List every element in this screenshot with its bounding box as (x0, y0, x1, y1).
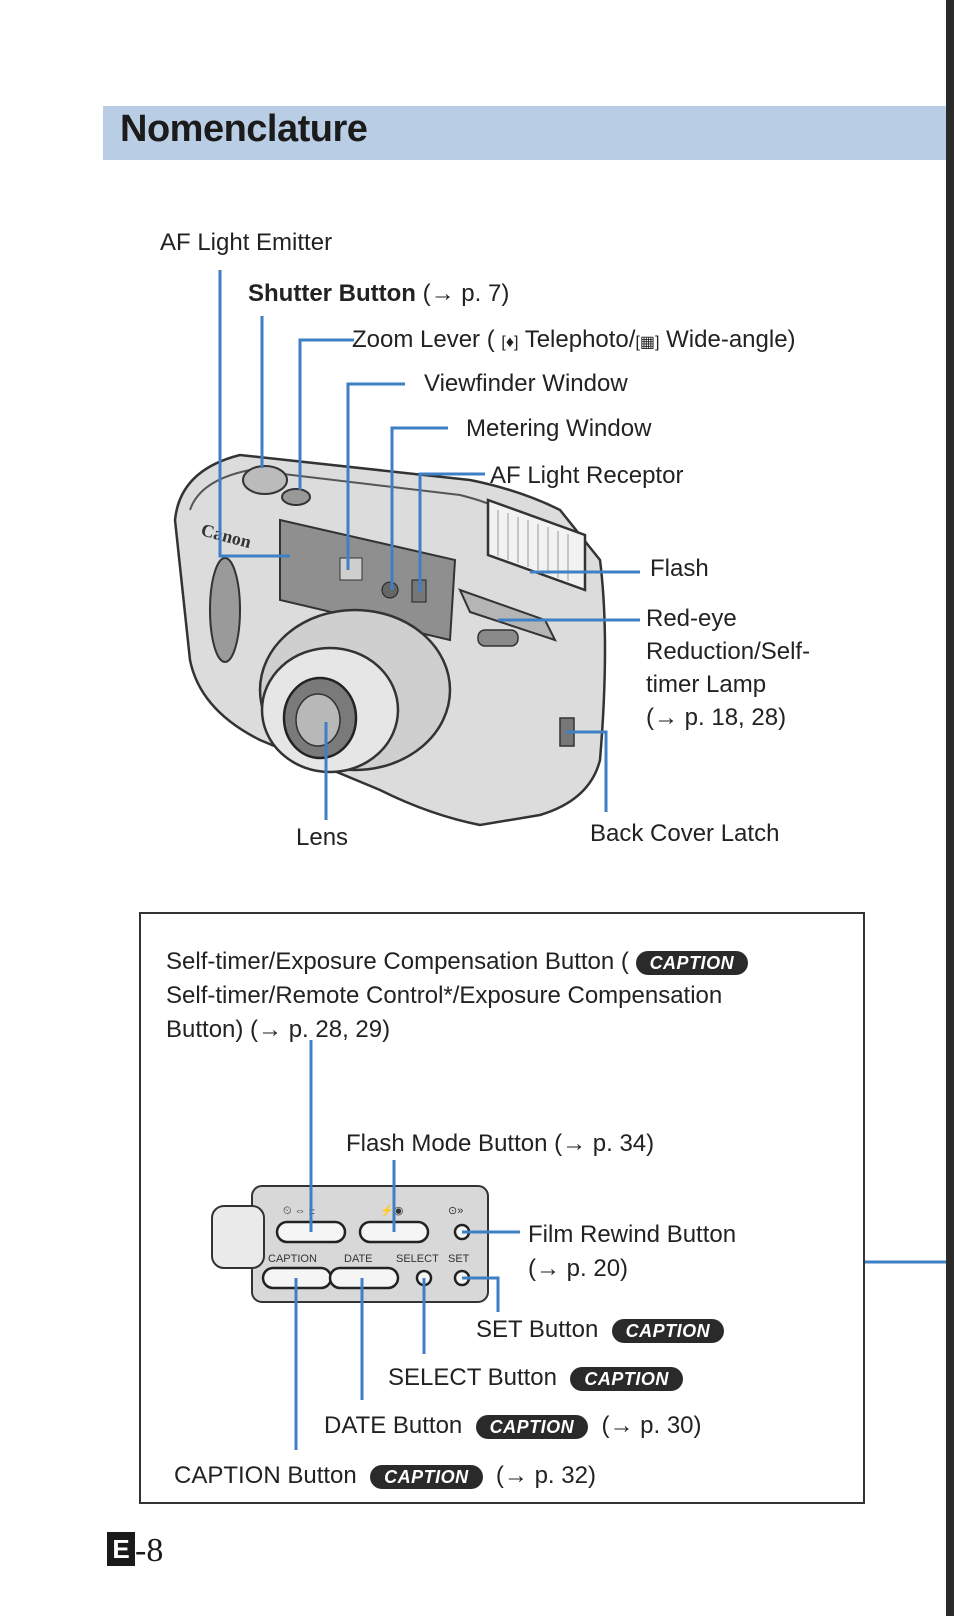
caption-badge: CAPTION (635, 950, 749, 975)
svg-text:⊙»: ⊙» (448, 1205, 463, 1217)
redeye-ref: (→ p. 18, 28) (646, 704, 787, 731)
date-button-ref: (→ p. 30) (601, 1412, 702, 1439)
set-button-name: SET Button (476, 1316, 599, 1343)
label-date-button: DATE Button CAPTION (→ p. 30) (324, 1412, 702, 1440)
selftimer-line-3: Button) (→ p. 28, 29) (166, 1016, 391, 1043)
label-redeye-lamp: Red-eye Reduction/Self- timer Lamp (→ p.… (646, 602, 810, 734)
panel-key-label: CAPTION (268, 1253, 317, 1265)
zoom-lever-name: Zoom Lever ( (352, 326, 495, 353)
svg-text:⚡◉: ⚡◉ (380, 1204, 403, 1217)
redeye-line-2: Reduction/Self- (646, 638, 811, 665)
zoom-tele-text: Telephoto/ (524, 326, 636, 353)
label-zoom-lever: Zoom Lever ( [♦] Telephoto/[▦] Wide-angl… (352, 326, 796, 354)
control-panel-box (139, 912, 865, 1504)
shutter-button-name: Shutter Button (248, 280, 416, 307)
panel-key-label: SET (448, 1253, 470, 1265)
header-band (103, 106, 946, 160)
film-rewind-name: Film Rewind Button (528, 1221, 737, 1248)
selftimer-line-2: Self-timer/Remote Control*/Exposure Comp… (166, 982, 723, 1009)
label-caption-button: CAPTION Button CAPTION (→ p. 32) (174, 1462, 596, 1490)
telephoto-icon: [♦] (501, 334, 519, 351)
selftimer-line-1: Self-timer/Exposure Compensation Button … (166, 948, 629, 975)
caption-button-ref: (→ p. 32) (495, 1462, 596, 1489)
label-af-light-receptor: AF Light Receptor (490, 462, 684, 489)
date-button-name: DATE Button (324, 1412, 463, 1439)
redeye-line-1: Red-eye (646, 605, 737, 632)
page-number-text: -8 (135, 1532, 164, 1569)
caption-button-name: CAPTION Button (174, 1462, 357, 1489)
label-selftimer-button: Self-timer/Exposure Compensation Button … (166, 945, 749, 1047)
redeye-line-3: timer Lamp (646, 671, 767, 698)
label-viewfinder-window: Viewfinder Window (424, 370, 628, 397)
camera-illustration: Canon (173, 453, 607, 827)
panel-key-label: DATE (344, 1253, 373, 1265)
page-number: E-8 (107, 1532, 163, 1570)
zoom-wide-text: Wide-angle) (666, 326, 796, 353)
select-button-name: SELECT Button (388, 1364, 557, 1391)
caption-badge: CAPTION (570, 1366, 683, 1391)
caption-badge: CAPTION (475, 1414, 589, 1439)
label-film-rewind-button: Film Rewind Button (→ p. 20) (528, 1218, 736, 1286)
label-back-cover-latch: Back Cover Latch (590, 820, 780, 847)
panel-key-label: SELECT (396, 1253, 439, 1265)
caption-badge: CAPTION (370, 1464, 483, 1489)
label-select-button: SELECT Button CAPTION (388, 1364, 683, 1392)
caption-badge: CAPTION (611, 1318, 725, 1343)
wide-angle-icon: [▦] (635, 334, 660, 351)
page-title: Nomenclature (120, 108, 368, 150)
label-af-light-emitter: AF Light Emitter (160, 229, 333, 256)
page-edge-bar (946, 0, 954, 1616)
label-metering-window: Metering Window (466, 415, 652, 442)
section-letter-box: E (107, 1532, 135, 1566)
label-flash: Flash (650, 555, 709, 582)
label-shutter-button: Shutter Button (→ p. 7) (248, 280, 509, 308)
label-set-button: SET Button CAPTION (476, 1316, 725, 1344)
shutter-button-ref: (→ p. 7) (422, 280, 510, 307)
label-flash-mode-button: Flash Mode Button (→ p. 34) (346, 1130, 655, 1157)
svg-text:⏲ ⇔ ±: ⏲ ⇔ ± (283, 1205, 315, 1217)
label-lens: Lens (296, 824, 349, 851)
film-rewind-ref: (→ p. 20) (528, 1255, 629, 1282)
